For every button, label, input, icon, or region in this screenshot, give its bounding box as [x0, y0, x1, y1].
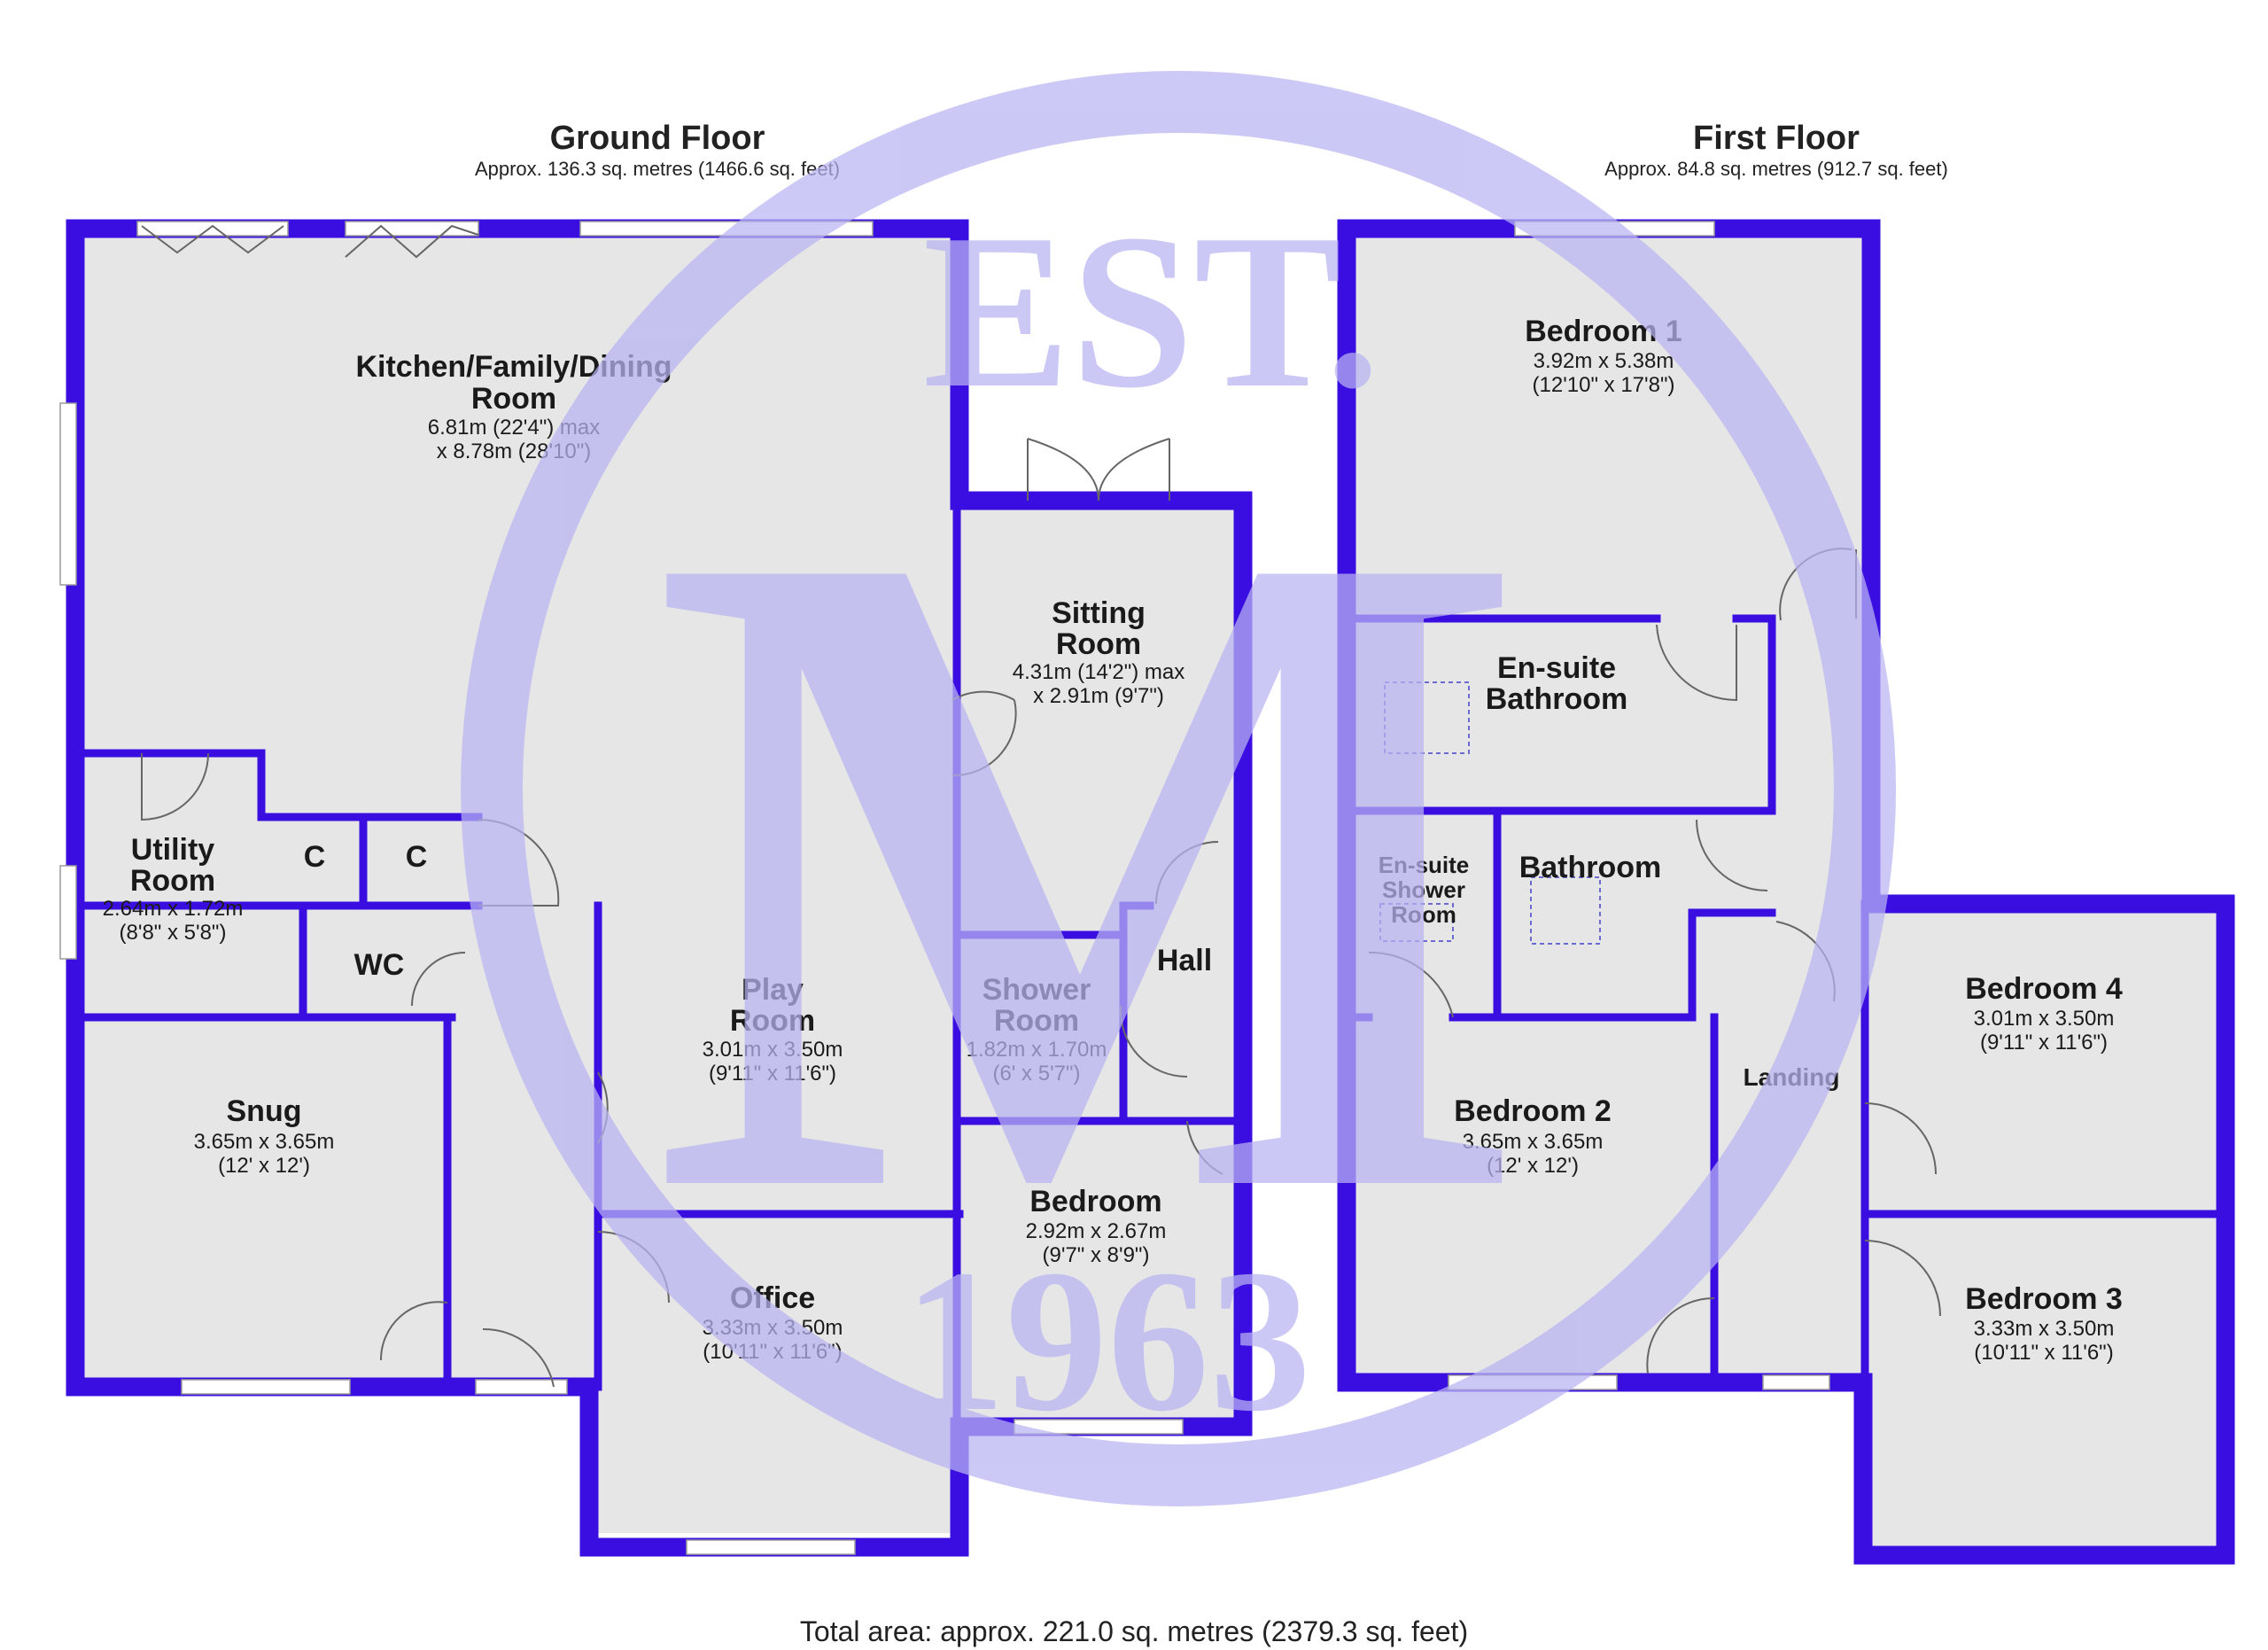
- first-floor-doors: [1368, 548, 1941, 1374]
- svg-text:(8'8" x 5'8"): (8'8" x 5'8"): [120, 921, 227, 945]
- room-bedroom-4: Bedroom 4 3.01m x 3.50m (9'11" x 11'6"): [1965, 972, 2123, 1055]
- svg-text:(9'11" x 11'6"): (9'11" x 11'6"): [1980, 1031, 2108, 1055]
- ground-floor-plan: Ground Floor Approx. 136.3 sq. metres (1…: [59, 120, 1253, 1557]
- svg-text:Room: Room: [730, 1004, 815, 1038]
- svg-text:2.92m x 2.67m: 2.92m x 2.67m: [1026, 1219, 1167, 1243]
- svg-text:(9'7" x 8'9"): (9'7" x 8'9"): [1043, 1243, 1150, 1267]
- room-cupboard-2: C: [406, 840, 428, 874]
- room-cupboard-1: C: [304, 840, 326, 874]
- svg-text:Snug: Snug: [227, 1094, 302, 1128]
- svg-text:(9'11" x 11'6"): (9'11" x 11'6"): [709, 1062, 836, 1086]
- svg-text:4.31m (14'2") max: 4.31m (14'2") max: [1013, 660, 1185, 684]
- room-bedroom-1: Bedroom 1 3.92m x 5.38m (12'10" x 17'8"): [1525, 315, 1682, 397]
- svg-text:3.92m x 5.38m: 3.92m x 5.38m: [1534, 349, 1674, 373]
- svg-text:(10'11" x 11'6"): (10'11" x 11'6"): [1974, 1341, 2113, 1365]
- total-area: Total area: approx. 221.0 sq. metres (23…: [800, 1615, 1468, 1647]
- room-hall: Hall: [1157, 944, 1212, 977]
- svg-text:Bedroom 4: Bedroom 4: [1965, 972, 2123, 1006]
- svg-text:2.64m x 1.72m: 2.64m x 1.72m: [103, 897, 244, 921]
- svg-text:En-suite: En-suite: [1379, 852, 1470, 878]
- room-bedroom-2: Bedroom 2 3.65m x 3.65m (12' x 12'): [1454, 1094, 1612, 1178]
- svg-text:Bedroom: Bedroom: [1029, 1185, 1161, 1218]
- room-snug: Snug 3.65m x 3.65m (12' x 12'): [194, 1094, 335, 1178]
- svg-text:(12' x 12'): (12' x 12'): [1487, 1154, 1579, 1178]
- svg-text:3.65m x 3.65m: 3.65m x 3.65m: [194, 1130, 335, 1154]
- room-sitting: Sitting Room 4.31m (14'2") max x 2.91m (…: [1013, 596, 1185, 708]
- room-bedroom-3: Bedroom 3 3.33m x 3.50m (10'11" x 11'6"): [1965, 1282, 2123, 1365]
- svg-text:Shower: Shower: [983, 973, 1091, 1007]
- room-wc: WC: [354, 948, 405, 982]
- svg-text:Room: Room: [1391, 901, 1456, 928]
- room-bedroom-ground: Bedroom 2.92m x 2.67m (9'7" x 8'9"): [1026, 1185, 1167, 1267]
- svg-text:Bedroom 2: Bedroom 2: [1454, 1094, 1612, 1128]
- svg-text:Bedroom 3: Bedroom 3: [1965, 1282, 2123, 1316]
- ground-floor-interior-walls: [71, 496, 1247, 1552]
- first-floor-title: First Floor: [1693, 120, 1860, 157]
- room-shower: Shower Room 1.82m x 1.70m (6' x 5'7"): [967, 973, 1107, 1086]
- agency-watermark: EST. M 1963: [461, 71, 1897, 1506]
- svg-text:Room: Room: [130, 864, 215, 898]
- svg-text:3.01m x 3.50m: 3.01m x 3.50m: [703, 1038, 843, 1062]
- room-utility: Utility Room 2.64m x 1.72m (8'8" x 5'8"): [103, 833, 244, 945]
- ground-floor-windows: [59, 221, 1184, 1555]
- svg-text:Room: Room: [994, 1004, 1079, 1038]
- svg-text:Play: Play: [742, 973, 804, 1007]
- svg-text:Sitting: Sitting: [1052, 596, 1146, 630]
- room-en-suite-shower: En-suite Shower Room: [1379, 852, 1470, 928]
- ground-floor-title: Ground Floor: [550, 120, 765, 157]
- svg-text:(12'10" x 17'8"): (12'10" x 17'8"): [1533, 373, 1675, 397]
- watermark-year: 1963: [904, 1227, 1311, 1453]
- svg-text:(6' x 5'7"): (6' x 5'7"): [992, 1062, 1080, 1086]
- svg-text:En-suite: En-suite: [1497, 651, 1616, 685]
- ground-floor-area: Approx. 136.3 sq. metres (1466.6 sq. fee…: [475, 158, 840, 180]
- svg-text:Bathroom: Bathroom: [1486, 682, 1628, 716]
- first-floor-skylights: [1379, 681, 1601, 945]
- svg-text:(12' x 12'): (12' x 12'): [218, 1154, 310, 1178]
- room-bathroom: Bathroom: [1519, 851, 1662, 884]
- room-play: Play Room 3.01m x 3.50m (9'11" x 11'6"): [703, 973, 843, 1086]
- first-floor-area: Approx. 84.8 sq. metres (912.7 sq. feet): [1604, 158, 1948, 180]
- svg-text:3.33m x 3.50m: 3.33m x 3.50m: [1974, 1317, 2115, 1341]
- svg-text:3.01m x 3.50m: 3.01m x 3.50m: [1974, 1007, 2115, 1031]
- svg-text:Room: Room: [471, 382, 556, 416]
- watermark-m: M: [650, 354, 1528, 1385]
- svg-text:Room: Room: [1056, 627, 1141, 661]
- watermark-est: EST.: [923, 189, 1380, 434]
- svg-text:Shower: Shower: [1382, 876, 1465, 903]
- svg-text:Utility: Utility: [131, 833, 215, 867]
- svg-text:1.82m x 1.70m: 1.82m x 1.70m: [967, 1038, 1107, 1062]
- svg-text:x 2.91m (9'7"): x 2.91m (9'7"): [1033, 684, 1164, 708]
- svg-text:3.65m x 3.65m: 3.65m x 3.65m: [1463, 1130, 1604, 1154]
- room-en-suite-bathroom: En-suite Bathroom: [1486, 651, 1628, 716]
